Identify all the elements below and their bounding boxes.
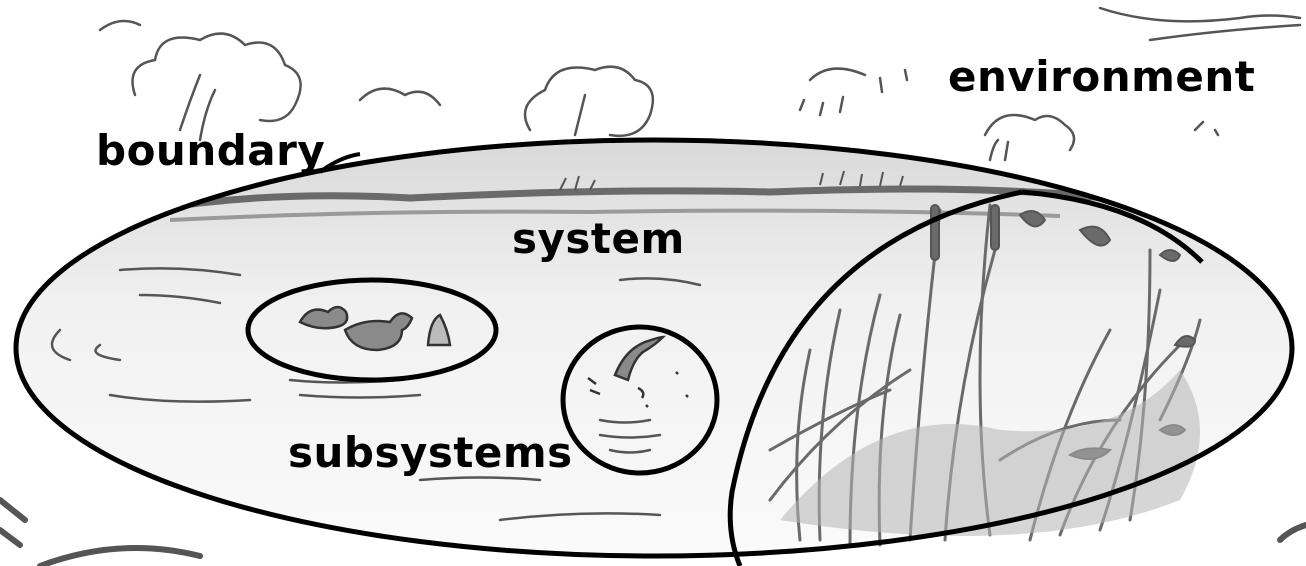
system-label: system <box>512 218 685 260</box>
subsystems-label: subsystems <box>288 432 573 474</box>
environment-label: environment <box>948 56 1255 98</box>
boundary-label: boundary <box>96 130 325 172</box>
